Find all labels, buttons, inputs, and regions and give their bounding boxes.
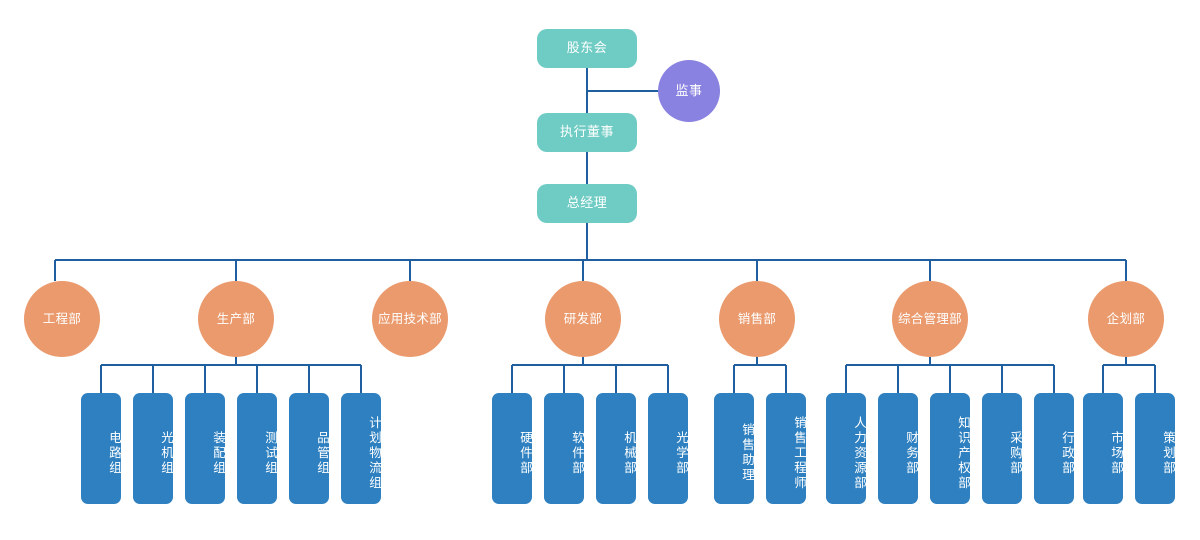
- node-production-label: 生产部: [216, 312, 256, 326]
- node-quality-team-label: 品管组: [315, 430, 329, 476]
- node-strategy-dept[interactable]: 策划部: [1135, 393, 1175, 504]
- node-general-manager[interactable]: 总经理: [537, 184, 637, 223]
- node-sales-assistant[interactable]: 销售助理: [714, 393, 754, 504]
- node-research-development-label: 研发部: [563, 312, 603, 326]
- node-circuit-team-label: 电路组: [107, 430, 121, 476]
- node-general-manager-label: 总经理: [566, 195, 608, 211]
- node-administration-dept[interactable]: 行政部: [1034, 393, 1074, 504]
- node-intellectual-property-dept-label: 知识产权部: [956, 415, 970, 491]
- node-executive-director-label: 执行董事: [559, 124, 614, 140]
- node-sales-label: 销售部: [737, 312, 777, 326]
- node-optics-dept[interactable]: 光学部: [648, 393, 688, 504]
- node-planning-logistics-team[interactable]: 计划物流组: [341, 393, 381, 504]
- node-assembly-team[interactable]: 装配组: [185, 393, 225, 504]
- node-research-development[interactable]: 研发部: [545, 281, 621, 357]
- node-supervisor-label: 监事: [675, 82, 703, 98]
- node-planning[interactable]: 企划部: [1088, 281, 1164, 357]
- node-procurement-dept-label: 采购部: [1008, 430, 1022, 476]
- node-strategy-dept-label: 策划部: [1161, 430, 1175, 476]
- node-administration-dept-label: 行政部: [1060, 430, 1074, 476]
- node-testing-team-label: 测试组: [263, 430, 277, 476]
- node-software-dept[interactable]: 软件部: [544, 393, 584, 504]
- node-hardware-dept-label: 硬件部: [518, 430, 532, 476]
- node-engineering[interactable]: 工程部: [24, 281, 100, 357]
- node-assembly-team-label: 装配组: [211, 430, 225, 476]
- node-procurement-dept[interactable]: 采购部: [982, 393, 1022, 504]
- node-executive-director[interactable]: 执行董事: [537, 113, 637, 152]
- node-production[interactable]: 生产部: [198, 281, 274, 357]
- node-general-management-label: 综合管理部: [897, 312, 962, 326]
- node-shareholders-label: 股东会: [566, 40, 608, 56]
- node-engineering-label: 工程部: [42, 312, 82, 326]
- node-hardware-dept[interactable]: 硬件部: [492, 393, 532, 504]
- node-circuit-team[interactable]: 电路组: [81, 393, 121, 504]
- node-software-dept-label: 软件部: [570, 430, 584, 476]
- node-planning-logistics-team-label: 计划物流组: [367, 415, 381, 491]
- node-marketing-dept-label: 市场部: [1109, 430, 1123, 476]
- node-intellectual-property-dept[interactable]: 知识产权部: [930, 393, 970, 504]
- node-mechanical-dept[interactable]: 机械部: [596, 393, 636, 504]
- node-sales-assistant-label: 销售助理: [740, 423, 754, 483]
- node-sales-engineer[interactable]: 销售工程师: [766, 393, 806, 504]
- node-application-tech-label: 应用技术部: [377, 312, 442, 326]
- node-mechanical-dept-label: 机械部: [622, 430, 636, 476]
- node-human-resources-dept[interactable]: 人力资源部: [826, 393, 866, 504]
- node-sales-engineer-label: 销售工程师: [792, 415, 806, 491]
- node-planning-label: 企划部: [1106, 312, 1146, 326]
- node-optomech-team[interactable]: 光机组: [133, 393, 173, 504]
- node-optomech-team-label: 光机组: [159, 430, 173, 476]
- node-supervisor[interactable]: 监事: [658, 60, 720, 122]
- node-quality-team[interactable]: 品管组: [289, 393, 329, 504]
- node-optics-dept-label: 光学部: [674, 430, 688, 476]
- node-finance-dept-label: 财务部: [904, 430, 918, 476]
- node-testing-team[interactable]: 测试组: [237, 393, 277, 504]
- node-shareholders[interactable]: 股东会: [537, 29, 637, 68]
- node-human-resources-dept-label: 人力资源部: [852, 415, 866, 491]
- node-application-tech[interactable]: 应用技术部: [372, 281, 448, 357]
- node-sales[interactable]: 销售部: [719, 281, 795, 357]
- node-general-management[interactable]: 综合管理部: [892, 281, 968, 357]
- node-marketing-dept[interactable]: 市场部: [1083, 393, 1123, 504]
- node-finance-dept[interactable]: 财务部: [878, 393, 918, 504]
